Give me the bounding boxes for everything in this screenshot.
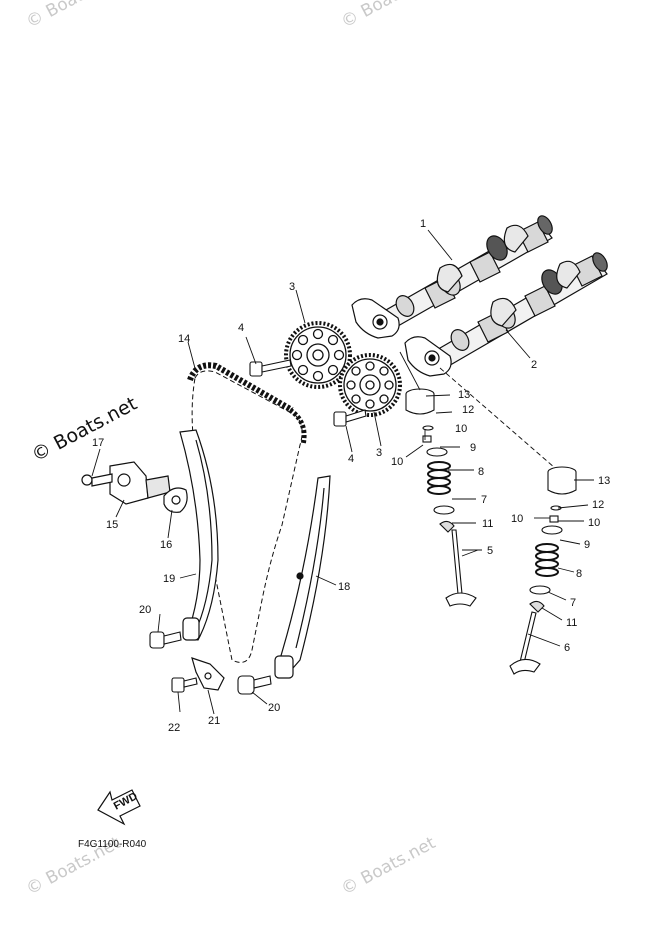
plate-bolt bbox=[171, 677, 198, 693]
label-part-17: 17 bbox=[92, 437, 104, 449]
label-part-1: 1 bbox=[420, 218, 426, 230]
timing-chain bbox=[187, 362, 307, 663]
label-part-10-d: 10 bbox=[588, 517, 600, 529]
camshaft-exhaust bbox=[404, 252, 608, 377]
label-part-13-intake: 13 bbox=[458, 389, 470, 401]
diagram-code: F4G1100-R040 bbox=[78, 839, 147, 850]
tensioner-gasket bbox=[163, 487, 188, 513]
label-part-12-intake: 12 bbox=[462, 404, 474, 416]
watermark-top-right: © Boats.net bbox=[338, 0, 439, 32]
leader-lines bbox=[91, 229, 594, 715]
label-part-7-exhaust: 7 bbox=[570, 597, 576, 609]
guide-bolts bbox=[149, 631, 272, 695]
label-part-9-intake: 9 bbox=[470, 442, 476, 454]
label-part-22: 22 bbox=[168, 722, 180, 734]
cam-sprocket-1 bbox=[284, 321, 352, 389]
cam-sprocket-2 bbox=[338, 353, 402, 417]
label-part-11-intake: 11 bbox=[482, 518, 493, 530]
fwd-arrow: FWD bbox=[97, 789, 141, 826]
chain-tensioner bbox=[81, 461, 171, 505]
label-part-4-upper: 4 bbox=[238, 322, 244, 334]
chain-guide-18 bbox=[274, 475, 331, 679]
label-part-21: 21 bbox=[208, 715, 220, 727]
label-part-8-intake: 8 bbox=[478, 466, 484, 478]
sprocket-bolts bbox=[249, 359, 367, 427]
watermark-main: © Boats.net bbox=[28, 393, 141, 467]
label-part-2: 2 bbox=[531, 359, 537, 371]
part-numbers: 1 2 3 3 4 4 5 6 7 7 8 8 9 9 10 10 10 10 … bbox=[92, 218, 610, 734]
chain-guide-19 bbox=[179, 429, 219, 641]
label-part-20-left: 20 bbox=[139, 604, 151, 616]
label-part-12-exhaust: 12 bbox=[592, 499, 604, 511]
label-part-4-lower: 4 bbox=[348, 453, 354, 465]
label-part-14: 14 bbox=[178, 333, 190, 345]
label-part-20-right: 20 bbox=[268, 702, 280, 714]
label-part-18: 18 bbox=[338, 581, 350, 593]
valve-train-exhaust bbox=[509, 466, 577, 675]
label-part-8-exhaust: 8 bbox=[576, 568, 582, 580]
label-part-11-exhaust: 11 bbox=[566, 617, 577, 629]
watermark-top-left: © Boats.net bbox=[23, 0, 124, 32]
valve-train-intake bbox=[405, 388, 477, 607]
label-part-5: 5 bbox=[487, 545, 493, 557]
guide-plate bbox=[191, 657, 225, 691]
label-part-13-exhaust: 13 bbox=[598, 475, 610, 487]
label-part-9-exhaust: 9 bbox=[584, 539, 590, 551]
label-part-10-a: 10 bbox=[455, 423, 467, 435]
label-part-10-b: 10 bbox=[391, 456, 403, 468]
camshaft-intake bbox=[351, 215, 553, 339]
label-part-7-intake: 7 bbox=[481, 494, 487, 506]
label-part-15: 15 bbox=[106, 519, 118, 531]
label-part-19: 19 bbox=[163, 573, 175, 585]
label-part-6: 6 bbox=[564, 642, 570, 654]
label-part-10-c: 10 bbox=[511, 513, 523, 525]
watermark-bottom-right: © Boats.net bbox=[338, 833, 439, 900]
label-part-3-lower: 3 bbox=[376, 447, 382, 459]
label-part-3-upper: 3 bbox=[289, 281, 295, 293]
label-part-16: 16 bbox=[160, 539, 172, 551]
